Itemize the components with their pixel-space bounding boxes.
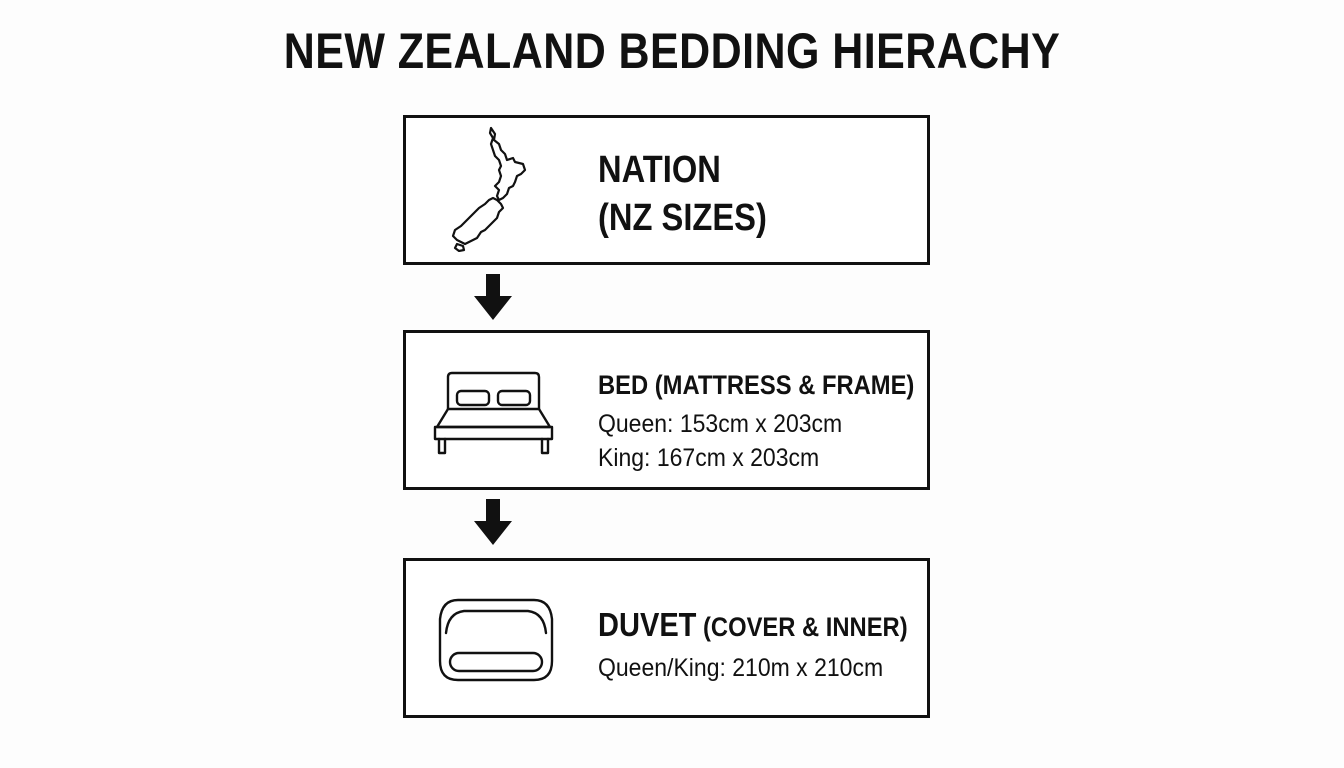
new-zealand-map-icon [443,126,543,252]
bed-text: BED (MATTRESS & FRAME) Queen: 153cm x 20… [598,367,919,475]
nation-text: NATION (NZ SIZES) [598,146,919,242]
duvet-heading: DUVET (COVER & INNER) [598,606,908,645]
bed-icon [431,369,556,455]
duvet-text: DUVET (COVER & INNER) Queen/King: 210m x… [598,607,919,685]
duvet-box: DUVET (COVER & INNER) Queen/King: 210m x… [403,558,930,718]
down-arrow-icon [474,274,512,320]
duvet-size: Queen/King: 210m x 210cm [598,654,884,682]
duvet-heading-sub: (COVER & INNER) [696,612,908,642]
nation-sizes-label: (NZ SIZES) [598,197,767,239]
duvet-icon [436,597,556,683]
bed-king-size: King: 167cm x 203cm [598,444,820,472]
bed-heading: BED (MATTRESS & FRAME) [598,370,915,400]
nation-label: NATION [598,149,721,191]
nation-box: NATION (NZ SIZES) [403,115,930,265]
down-arrow-icon [474,499,512,545]
bed-queen-size: Queen: 153cm x 203cm [598,410,843,438]
duvet-heading-main: DUVET [598,606,697,643]
bed-box: BED (MATTRESS & FRAME) Queen: 153cm x 20… [403,330,930,490]
page-title: NEW ZEALAND BEDDING HIERACHY [283,23,1061,79]
